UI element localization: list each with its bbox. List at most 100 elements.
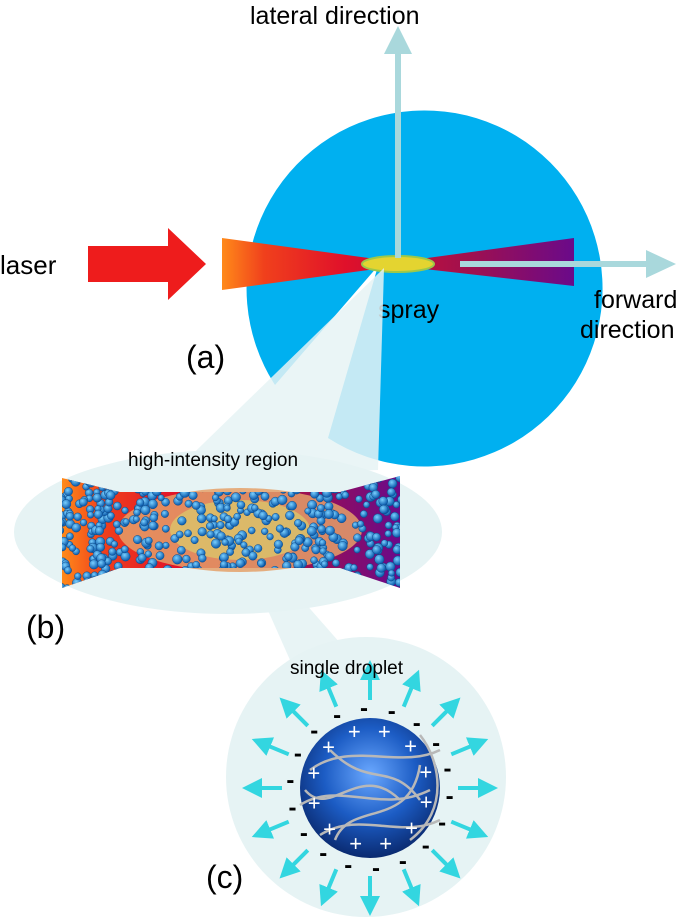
spray-particle	[304, 507, 312, 515]
forward-label-line1: forward	[594, 286, 677, 314]
plus-sign-icon: +	[404, 734, 417, 759]
high-intensity-label: high-intensity region	[128, 450, 298, 471]
minus-sign-icon: -	[294, 740, 302, 767]
spray-particle	[94, 526, 104, 536]
spray-particle	[325, 525, 335, 536]
minus-sign-icon: -	[438, 810, 446, 837]
spray-particle	[161, 524, 170, 533]
spray-particle	[73, 512, 82, 521]
spray-particle	[233, 512, 241, 521]
minus-sign-icon: -	[388, 698, 396, 725]
spray-particle	[176, 545, 186, 555]
field-arrow	[251, 737, 290, 757]
plus-sign-icon: +	[405, 816, 418, 841]
spray-particle	[376, 563, 386, 573]
spray-particle	[182, 554, 191, 564]
spray-particle	[392, 501, 400, 509]
minus-sign-icon: -	[319, 840, 327, 867]
spray-particle	[235, 558, 245, 568]
minus-sign-icon: -	[333, 702, 341, 729]
spray-particle	[337, 541, 348, 551]
spray-particle	[216, 521, 225, 530]
spray-particle	[63, 487, 73, 496]
spray-particle	[78, 497, 88, 507]
spray-particle	[63, 566, 72, 575]
spray-particle	[197, 527, 207, 537]
spray-particle	[335, 492, 343, 501]
spray-particle	[184, 529, 192, 538]
spray-label: spray	[378, 296, 440, 324]
focal-spot	[361, 255, 435, 273]
spray-particle	[357, 520, 365, 528]
spray-particle	[62, 526, 65, 535]
spray-particle	[62, 583, 66, 588]
field-arrow	[401, 868, 421, 907]
plus-sign-icon: +	[349, 831, 362, 856]
spray-particle	[120, 551, 131, 562]
minus-sign-icon: -	[344, 852, 352, 879]
minus-sign-icon: -	[286, 767, 294, 794]
spray-particle	[363, 501, 370, 509]
spray-particle	[306, 526, 317, 537]
spray-particle	[62, 499, 72, 509]
spray-particle	[136, 498, 145, 507]
spray-particle	[359, 510, 368, 518]
spray-particle	[219, 560, 228, 569]
spray-particle	[105, 490, 116, 501]
droplet	[300, 718, 440, 858]
spray-particle	[285, 510, 295, 521]
spray-particle	[92, 493, 102, 503]
spray-particle	[323, 509, 334, 520]
field-arrow	[319, 868, 339, 907]
spray-particle	[271, 513, 280, 521]
spray-particle	[147, 499, 158, 510]
electron-trajectories	[299, 734, 441, 841]
spray-particle	[388, 569, 395, 577]
plus-sign-icon: +	[379, 831, 392, 856]
spray-particle	[149, 513, 158, 523]
spray-particle	[392, 555, 400, 566]
spray-particle	[366, 563, 374, 571]
spray-particle	[253, 544, 263, 553]
plus-sign-icon: +	[308, 791, 321, 816]
spray-particle	[140, 505, 151, 516]
spray-particle	[196, 513, 207, 524]
field-arrows	[242, 660, 498, 916]
spray-particle	[320, 560, 329, 568]
surface-charges: ++++++++++++------------------	[286, 695, 453, 882]
spray-particle	[374, 554, 385, 565]
spray-particle	[62, 518, 65, 527]
spray-particle	[79, 518, 88, 527]
plus-sign-icon: +	[378, 719, 391, 744]
spray-particle	[395, 476, 400, 483]
lateral-direction-label: lateral direction	[250, 2, 420, 30]
single-droplet-label: single droplet	[290, 658, 404, 679]
spray-particle	[371, 489, 381, 499]
spray-particle	[317, 524, 326, 534]
spray-particle	[318, 539, 327, 547]
spray-particle	[120, 545, 129, 554]
zoom-cone-a-b	[168, 268, 384, 478]
spray-particle	[133, 508, 141, 517]
spray-particle	[240, 541, 248, 549]
spray-particle	[154, 541, 164, 551]
minus-sign-icon: -	[310, 718, 318, 745]
minus-sign-icon: -	[360, 695, 368, 722]
spray-particle	[392, 545, 400, 555]
spray-particle	[122, 518, 130, 526]
spray-particle	[257, 559, 266, 568]
spray-particle	[247, 526, 256, 535]
minus-sign-icon: -	[446, 783, 454, 810]
spray-particle	[387, 478, 398, 489]
spray-particle	[266, 533, 274, 541]
spray-particle	[372, 513, 383, 524]
spray-particle	[397, 495, 400, 504]
field-arrow	[450, 819, 489, 839]
spray-particle	[62, 543, 67, 552]
spray-particle	[273, 539, 283, 549]
field-arrow	[401, 669, 421, 708]
spray-particle	[310, 556, 318, 564]
spray-particle	[144, 536, 153, 545]
spray-particle	[148, 521, 158, 531]
